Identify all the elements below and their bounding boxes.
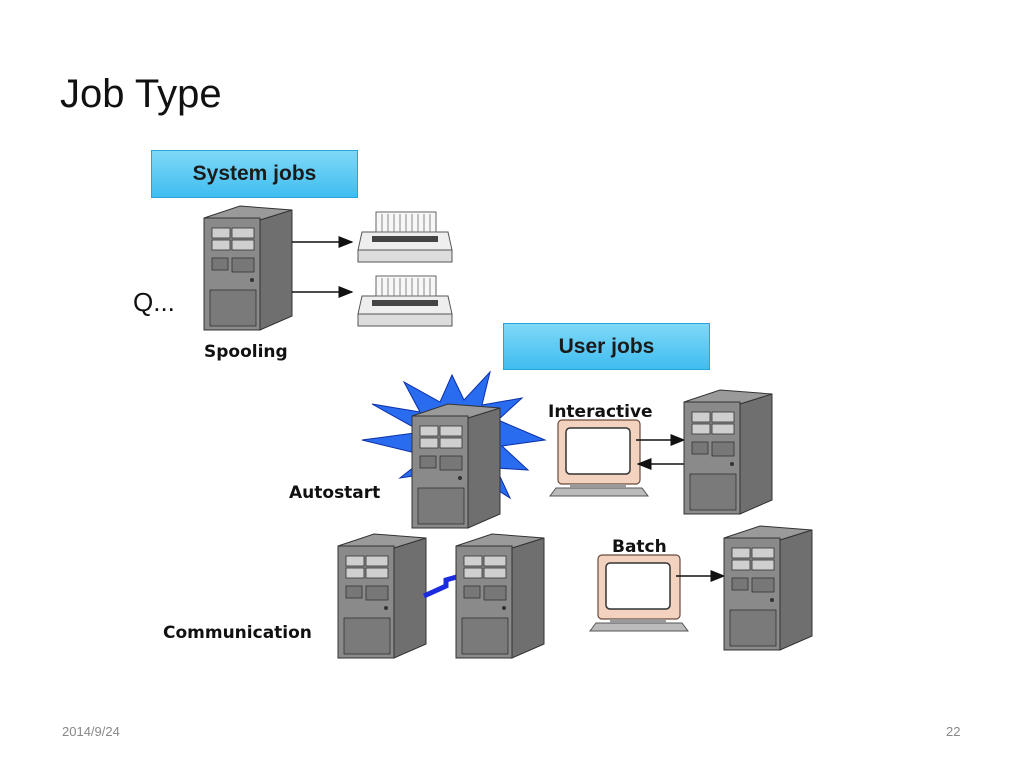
batch-terminal [589,554,689,632]
system-jobs-banner: System jobs [151,150,358,198]
interactive-terminal [549,419,649,497]
printer-2 [357,275,453,327]
printer-1 [357,211,453,263]
spooling-server [203,205,293,331]
slide-title: Job Type [60,72,222,116]
communication-server-1 [337,533,427,659]
spooling-label: Spooling [204,342,288,362]
user-jobs-banner: User jobs [503,323,710,370]
communication-server-2 [455,533,545,659]
slide-date: 2014/9/24 [62,724,120,739]
communication-link [422,573,461,599]
interactive-label: Interactive [548,402,653,422]
interactive-server [683,389,773,515]
autostart-label: Autostart [289,483,381,503]
queue-label: Q... [133,287,175,317]
autostart-server [411,403,501,529]
batch-label: Batch [612,537,667,557]
slide-number: 22 [946,724,961,739]
communication-label: Communication [163,623,312,643]
batch-server [723,525,813,651]
